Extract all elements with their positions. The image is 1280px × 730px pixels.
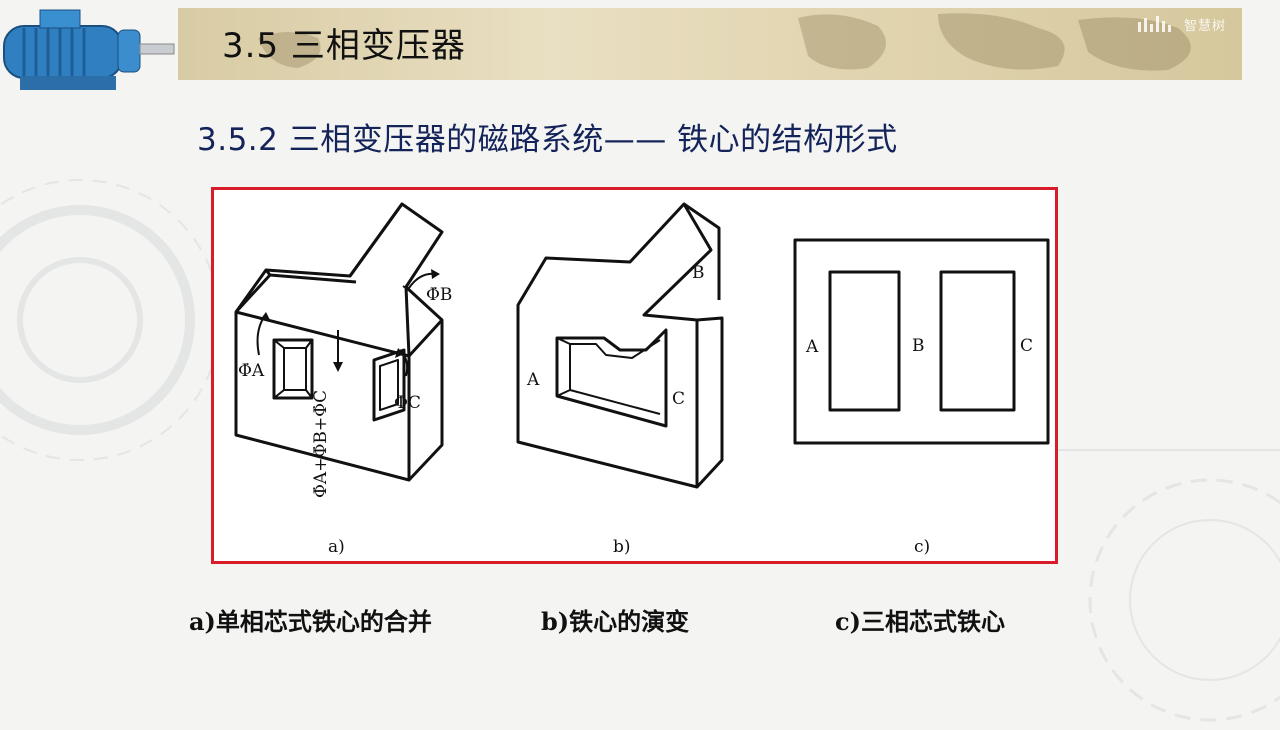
core-structure-diagram: Φ̇A Φ̇B Φ̇C Φ̇A+Φ̇B+Φ̇C A B C A B C a) b… xyxy=(234,202,1050,557)
panel-c-drawing xyxy=(793,238,1050,445)
flux-arrowhead-c xyxy=(395,348,404,358)
caption-b: b)铁心的演变 xyxy=(541,607,690,636)
panel-a-label: a) xyxy=(328,537,345,557)
brand-logo: 智慧树 xyxy=(1138,10,1242,36)
panel-b-drawing xyxy=(516,202,724,489)
panel-a-drawing xyxy=(234,202,444,482)
logo-bars-icon xyxy=(1138,16,1171,32)
panel-b-label: b) xyxy=(613,537,631,557)
flux-label-sum: Φ̇A+Φ̇B+Φ̇C xyxy=(311,390,331,498)
panel-b-leg-b: B xyxy=(692,263,705,283)
header-bar xyxy=(178,8,1242,80)
background-gear-right xyxy=(1040,449,1280,722)
flux-label-a: Φ̇A xyxy=(238,361,265,381)
caption-c: c)三相芯式铁心 xyxy=(835,607,1005,636)
background-gear-left xyxy=(0,179,220,461)
flux-arrowhead-sum xyxy=(333,362,343,372)
panel-b-leg-c: C xyxy=(672,389,685,409)
caption-a: a)单相芯式铁心的合并 xyxy=(189,607,432,636)
flux-label-c: Φ̇C xyxy=(394,393,421,413)
logo-text: 智慧树 xyxy=(1184,19,1227,34)
flux-arrowhead-a xyxy=(260,312,270,320)
panel-b-leg-a: A xyxy=(526,370,540,390)
panel-c-leg-b: B xyxy=(912,336,925,356)
flux-arrowhead-b xyxy=(431,269,440,279)
panel-c-label: c) xyxy=(914,537,930,557)
flux-label-b: Φ̇B xyxy=(426,285,452,305)
panel-c-leg-a: A xyxy=(805,337,819,357)
panel-c-leg-c: C xyxy=(1020,336,1033,356)
page-title: 3.5 三相变压器 xyxy=(222,26,466,66)
section-subtitle: 3.5.2 三相变压器的磁路系统—— 铁心的结构形式 xyxy=(197,122,898,158)
motor-illustration xyxy=(3,9,175,90)
figure-frame: Φ̇A Φ̇B Φ̇C Φ̇A+Φ̇B+Φ̇C A B C A B C a) b… xyxy=(211,187,1058,564)
